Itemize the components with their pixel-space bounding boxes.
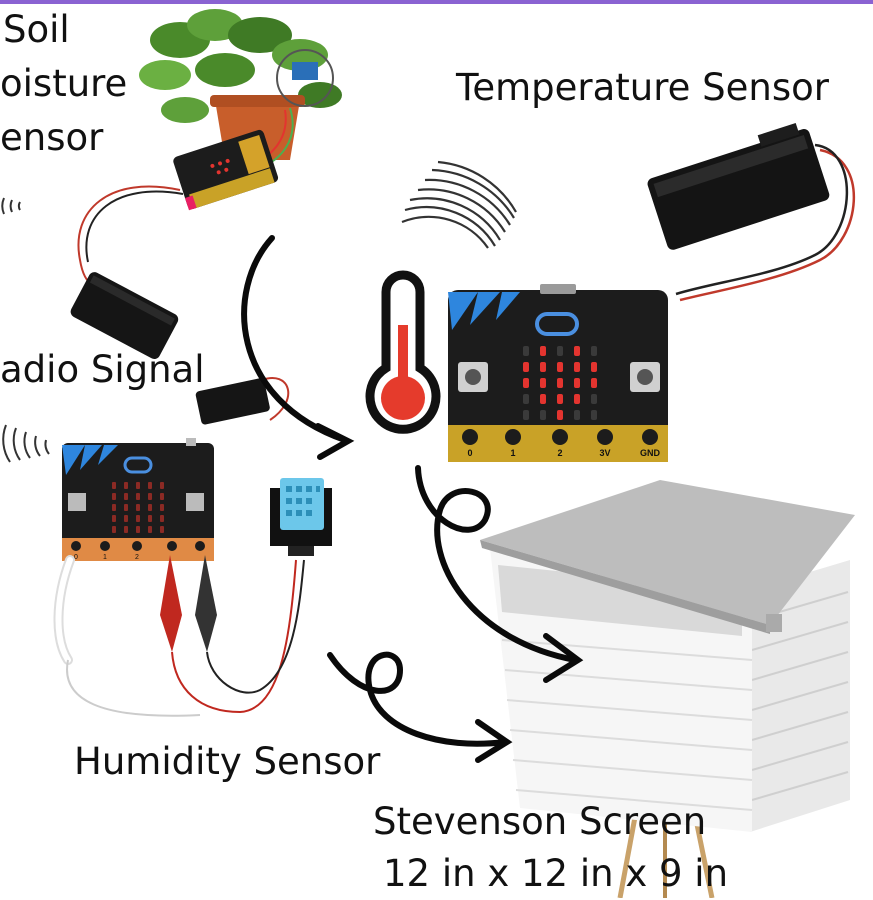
led: [136, 526, 140, 533]
led: [124, 482, 128, 489]
led: [136, 515, 140, 522]
led: [523, 394, 529, 404]
led: [148, 504, 152, 511]
led: [591, 346, 597, 356]
label-soil-moisture-2: oisture: [0, 62, 128, 105]
led: [124, 515, 128, 522]
pin-label: 2: [135, 554, 139, 561]
led: [148, 515, 152, 522]
label-temperature-sensor: Temperature Sensor: [456, 66, 829, 109]
led: [160, 504, 164, 511]
led: [540, 410, 546, 420]
led: [523, 410, 529, 420]
led: [136, 493, 140, 500]
led: [523, 346, 529, 356]
led: [112, 515, 116, 522]
pin-label: GND: [640, 448, 661, 458]
led: [160, 526, 164, 533]
led: [112, 482, 116, 489]
led: [591, 362, 597, 372]
label-soil-moisture-1: Soil: [3, 8, 70, 51]
led: [540, 378, 546, 388]
battery-pack-middle: [195, 377, 290, 425]
led: [523, 362, 529, 372]
label-stevenson-dimensions: 12 in x 12 in x 9 in: [383, 852, 729, 895]
led: [557, 394, 563, 404]
label-radio-signal: adio Signal: [0, 348, 205, 391]
led: [574, 394, 580, 404]
radio-wave-icon: [401, 160, 517, 249]
battery-pack-left: [70, 272, 179, 359]
led: [540, 346, 546, 356]
led: [540, 362, 546, 372]
pin-label: 0: [467, 448, 472, 458]
pin-label: 1: [103, 554, 107, 561]
led: [148, 493, 152, 500]
microbit-large: 0 1 2 3V GND: [448, 284, 668, 462]
label-humidity-sensor: Humidity Sensor: [74, 740, 381, 783]
pin-label: 1: [510, 448, 515, 458]
humidity-sensor-module: [270, 478, 332, 556]
battery-pack-right: [647, 122, 855, 302]
top-accent-bar: [0, 0, 873, 4]
led: [557, 378, 563, 388]
led: [591, 394, 597, 404]
led: [124, 504, 128, 511]
led: [523, 378, 529, 388]
led: [148, 482, 152, 489]
led: [574, 410, 580, 420]
led: [540, 394, 546, 404]
stevenson-screen-photo: [480, 480, 855, 898]
led: [557, 362, 563, 372]
loop-arrow-icon: [327, 651, 513, 763]
radio-wave-icon: [1, 197, 21, 215]
led: [591, 410, 597, 420]
radio-wave-icon: [2, 424, 50, 463]
led: [112, 493, 116, 500]
led: [557, 346, 563, 356]
led: [148, 526, 152, 533]
led: [574, 362, 580, 372]
led: [160, 493, 164, 500]
thermometer-icon: [365, 270, 441, 434]
led: [124, 526, 128, 533]
curved-arrow-icon: [241, 235, 355, 460]
pin-label: 3V: [599, 448, 610, 458]
led: [160, 482, 164, 489]
pin-label: 0: [74, 554, 78, 561]
led: [136, 482, 140, 489]
label-soil-moisture-3: ensor: [0, 116, 104, 159]
loop-arrow-icon: [415, 465, 584, 683]
led: [124, 493, 128, 500]
led: [160, 515, 164, 522]
led: [574, 378, 580, 388]
label-stevenson-screen: Stevenson Screen: [373, 800, 707, 843]
led: [557, 410, 563, 420]
pin-label: 2: [557, 448, 562, 458]
microbit-small: 0 1 2: [53, 438, 305, 717]
led: [112, 504, 116, 511]
led: [591, 378, 597, 388]
led: [574, 346, 580, 356]
led: [112, 526, 116, 533]
led: [136, 504, 140, 511]
soil-moisture-sensor-photo: [77, 9, 342, 287]
